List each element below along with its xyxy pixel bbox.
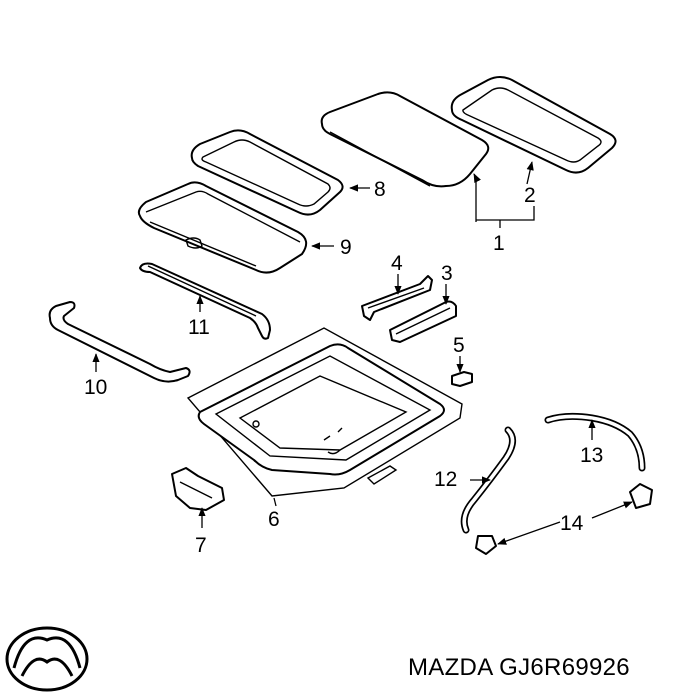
callout-3: 3 (441, 262, 453, 285)
callout-9: 9 (340, 236, 352, 259)
part-4-bracket (361, 275, 433, 321)
callout-13: 13 (580, 444, 603, 467)
part-12-drain-hose (460, 426, 516, 555)
part-5-clip (451, 371, 473, 387)
part-number-caption: MAZDA GJ6R69926 (408, 654, 630, 681)
part-13-drain-hose (544, 412, 646, 472)
callout-7: 7 (195, 534, 207, 557)
callout-5: 5 (453, 334, 465, 357)
part-8-seal (190, 129, 344, 216)
part-14-grommet (629, 483, 653, 509)
callout-11: 11 (188, 316, 210, 339)
part-2-frame (450, 76, 617, 174)
part-10-drain-trough (48, 301, 191, 383)
part-11-deflector (139, 262, 271, 340)
part-7-motor (171, 467, 225, 511)
part-6-housing-assembly (186, 327, 463, 497)
callout-14: 14 (560, 512, 584, 535)
leader-lines (92, 161, 633, 545)
part-3-guide-rail (389, 300, 457, 343)
callout-1: 1 (493, 232, 505, 255)
callout-6: 6 (268, 508, 280, 531)
callout-8: 8 (374, 178, 386, 201)
part-1-glass-panel (320, 91, 490, 188)
part-9-sunshade (137, 181, 308, 274)
callout-10: 10 (84, 376, 107, 399)
mazda-logo (5, 626, 89, 692)
callout-2: 2 (524, 184, 536, 207)
callout-4: 4 (391, 252, 403, 275)
callout-12: 12 (434, 468, 457, 491)
